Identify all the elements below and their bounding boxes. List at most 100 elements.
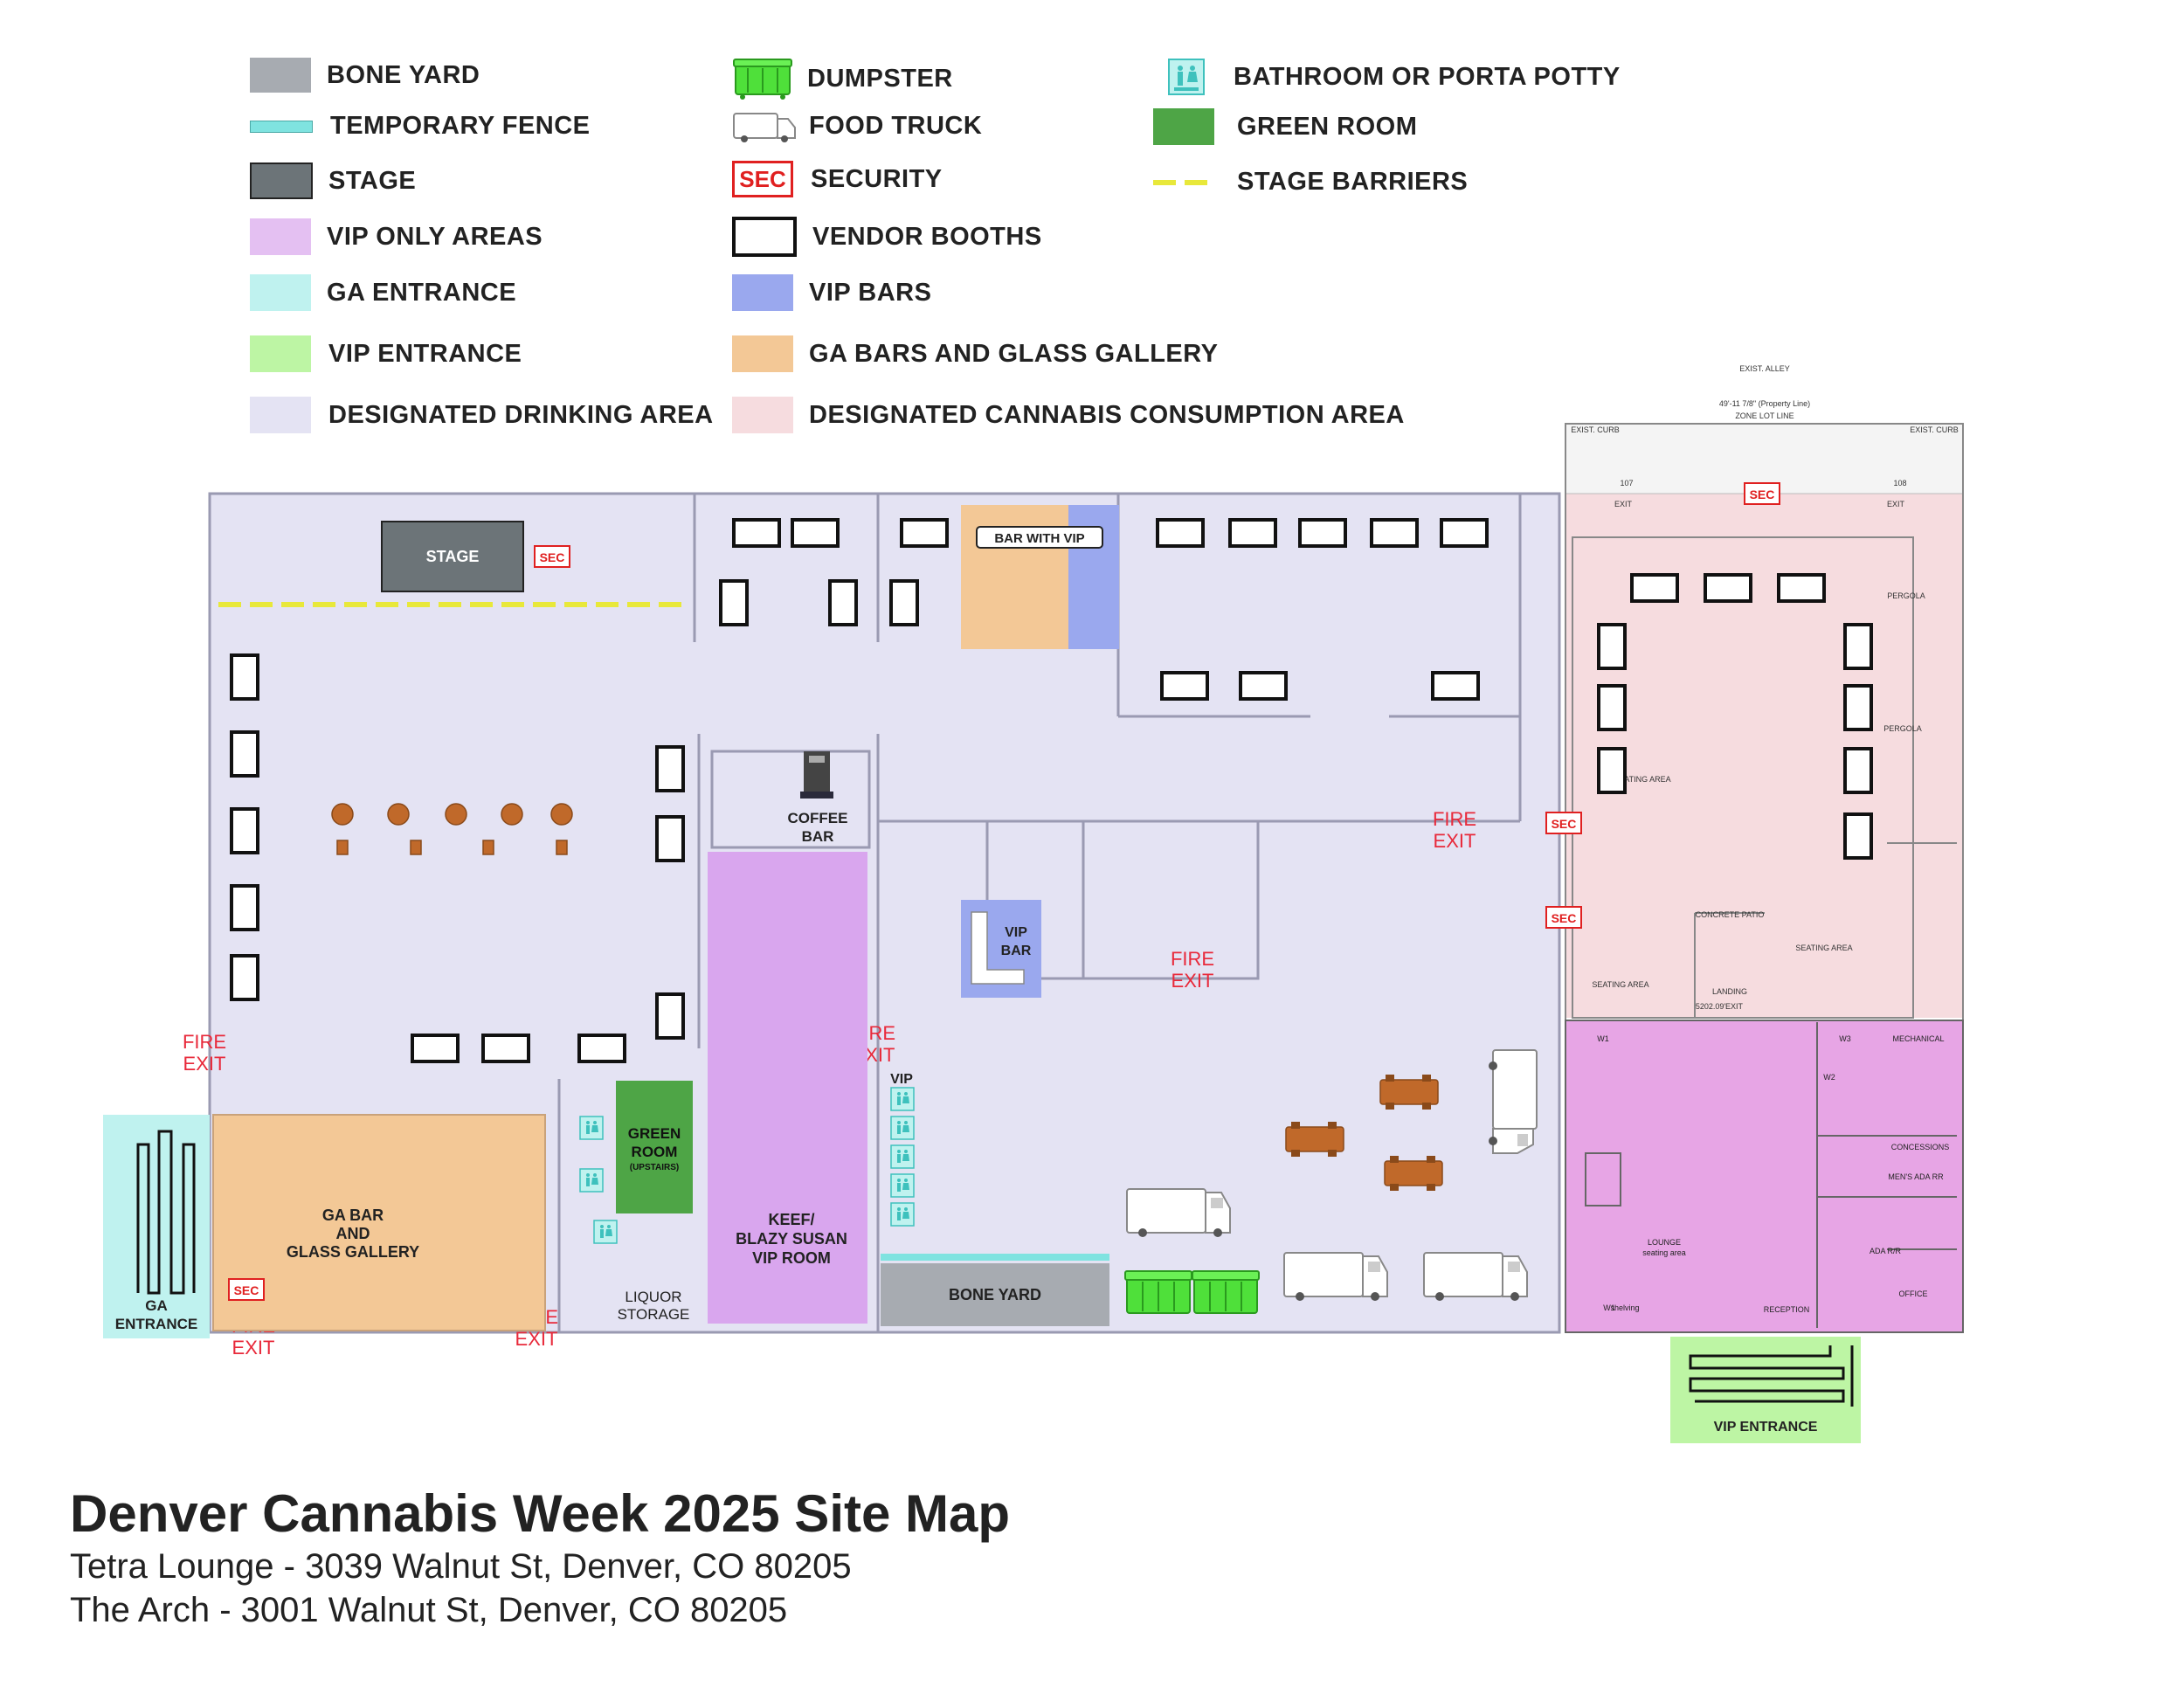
legend-item-green-room: GREEN ROOM [1153, 108, 1417, 145]
legend-item-vip-bars: VIP BARS [732, 274, 931, 311]
svg-text:PERGOLA: PERGOLA [1883, 724, 1922, 733]
svg-text:SEC: SEC [1552, 817, 1577, 831]
svg-text:KEEF/: KEEF/ [768, 1211, 814, 1228]
temporary-fence-swatch [250, 120, 313, 133]
svg-text:EXIST. ALLEY: EXIST. ALLEY [1739, 364, 1790, 373]
legend-label: VENDOR BOOTHS [812, 222, 1042, 251]
vip-bars-swatch [732, 274, 793, 311]
keef-vip-room-label: KEEF/ BLAZY SUSAN VIP ROOM [736, 1211, 847, 1267]
legend-label: DESIGNATED DRINKING AREA [328, 400, 714, 429]
keef-vip-room [708, 852, 867, 1324]
bar-with-vip-tag: BAR WITH VIP [976, 526, 1103, 549]
vip-bathroom-label: VIP [890, 1072, 913, 1087]
bone-yard-label: BONE YARD [949, 1286, 1041, 1303]
svg-text:(UPSTAIRS): (UPSTAIRS) [630, 1163, 679, 1172]
stage-swatch [250, 162, 313, 199]
svg-text:SEC: SEC [1552, 911, 1577, 925]
svg-text:BAR: BAR [1001, 944, 1032, 958]
legend-label: VIP ONLY AREAS [327, 222, 543, 251]
legend-label: GA ENTRANCE [327, 278, 517, 307]
legend-label: STAGE BARRIERS [1237, 168, 1469, 196]
svg-text:GLASS GALLERY: GLASS GALLERY [287, 1243, 419, 1261]
legend-item-security: SEC SECURITY [732, 161, 943, 197]
ga-entrance [103, 1115, 210, 1338]
green-room [616, 1081, 693, 1213]
ga-entrance-label: GA ENTRANCE [115, 1297, 197, 1332]
svg-text:EXIT: EXIT [515, 1328, 558, 1350]
cannabis-area-swatch [732, 397, 793, 433]
svg-text:SEATING AREA: SEATING AREA [1795, 944, 1852, 952]
svg-text:5202.09': 5202.09' [1696, 1002, 1726, 1011]
svg-text:RECEPTION: RECEPTION [1764, 1305, 1810, 1314]
legend-item-stage: STAGE [250, 162, 416, 199]
legend-label: DESIGNATED CANNABIS CONSUMPTION AREA [809, 400, 1405, 429]
legend-item-vip-entrance: VIP ENTRANCE [250, 335, 522, 372]
legend-label: BONE YARD [327, 60, 480, 89]
svg-text:W3: W3 [1839, 1034, 1851, 1043]
svg-text:W2: W2 [1823, 1073, 1835, 1082]
svg-text:CONCRETE PATIO: CONCRETE PATIO [1696, 910, 1765, 919]
legend-item-ga-bars: GA BARS AND GLASS GALLERY [732, 335, 1218, 372]
legend-item-vip-only: VIP ONLY AREAS [250, 218, 543, 255]
svg-text:EXIT: EXIT [1434, 830, 1476, 852]
svg-text:OFFICE: OFFICE [1899, 1289, 1928, 1298]
svg-text:COFFEE: COFFEE [788, 810, 848, 826]
svg-text:EXIT: EXIT [1725, 1002, 1744, 1011]
svg-text:EXIST. CURB: EXIST. CURB [1910, 425, 1959, 434]
svg-text:EXIT: EXIT [1614, 500, 1633, 508]
map-title: Denver Cannabis Week 2025 Site Map [70, 1484, 1011, 1543]
security-post: SEC [534, 545, 570, 568]
legend-item-temporary-fence: TEMPORARY FENCE [250, 112, 591, 141]
svg-text:108: 108 [1893, 479, 1906, 487]
svg-text:ROOM: ROOM [632, 1144, 678, 1160]
ga-bar-glass-gallery [212, 1114, 546, 1331]
bone-yard [881, 1263, 1109, 1326]
legend-label: VIP ENTRANCE [328, 339, 522, 368]
vip-entrance-label: VIP ENTRANCE [1714, 1420, 1818, 1435]
svg-text:CONCESSIONS: CONCESSIONS [1891, 1143, 1950, 1151]
legend-item-ga-entrance: GA ENTRANCE [250, 274, 516, 311]
stage-barrier-swatch [1153, 179, 1214, 185]
bone-yard-swatch [250, 58, 311, 93]
legend-item-vendor-booths: VENDOR BOOTHS [732, 217, 1042, 257]
stage [381, 521, 524, 592]
cocktail-tables [331, 803, 573, 855]
ga-queue-lines [136, 1130, 196, 1295]
vip-entrance-swatch [250, 335, 311, 372]
security-badge: SEC [732, 161, 793, 197]
svg-text:shelving: shelving [1610, 1303, 1639, 1312]
svg-text:VIP ROOM: VIP ROOM [752, 1249, 831, 1267]
svg-text:ADA R/R: ADA R/R [1870, 1247, 1902, 1255]
legend-item-dumpster: DUMPSTER [732, 58, 953, 100]
temporary-fence [881, 1254, 1109, 1261]
svg-text:EXIT: EXIT [232, 1337, 275, 1359]
legend-item-food-truck: FOOD TRUCK [732, 108, 982, 143]
svg-text:W1: W1 [1603, 1303, 1615, 1312]
svg-text:107: 107 [1620, 479, 1633, 487]
ga-bars-swatch [732, 335, 793, 372]
legend-label: GA BARS AND GLASS GALLERY [809, 339, 1219, 368]
vip-queue-lines [1689, 1345, 1854, 1407]
address-tetra-lounge: Tetra Lounge - 3039 Walnut St, Denver, C… [70, 1547, 852, 1586]
svg-text:BAR WITH VIP: BAR WITH VIP [994, 531, 1084, 546]
svg-text:MEN'S ADA RR: MEN'S ADA RR [1888, 1172, 1944, 1181]
legend-item-bone-yard: BONE YARD [250, 58, 480, 93]
legend-label: DUMPSTER [807, 64, 953, 93]
svg-text:MECHANICAL: MECHANICAL [1892, 1034, 1944, 1043]
drinking-area-swatch [250, 397, 311, 433]
legend-label: STAGE [328, 166, 417, 195]
svg-text:STORAGE: STORAGE [618, 1306, 690, 1323]
liquor-storage-label: LIQUOR STORAGE [618, 1289, 690, 1323]
svg-text:SEATING AREA: SEATING AREA [1614, 775, 1670, 784]
svg-text:FIRE: FIRE [1433, 808, 1476, 830]
svg-text:ZONE LOT LINE: ZONE LOT LINE [1735, 411, 1794, 420]
svg-text:SEATING AREA: SEATING AREA [1592, 980, 1648, 989]
svg-text:LANDING: LANDING [1712, 987, 1747, 996]
vip-only-swatch [250, 218, 311, 255]
svg-text:BLAZY SUSAN: BLAZY SUSAN [736, 1230, 847, 1248]
dumpster-icon [733, 59, 792, 100]
svg-text:SEC: SEC [540, 550, 565, 564]
svg-text:BAR: BAR [802, 828, 834, 845]
address-the-arch: The Arch - 3001 Walnut St, Denver, CO 80… [70, 1591, 788, 1629]
